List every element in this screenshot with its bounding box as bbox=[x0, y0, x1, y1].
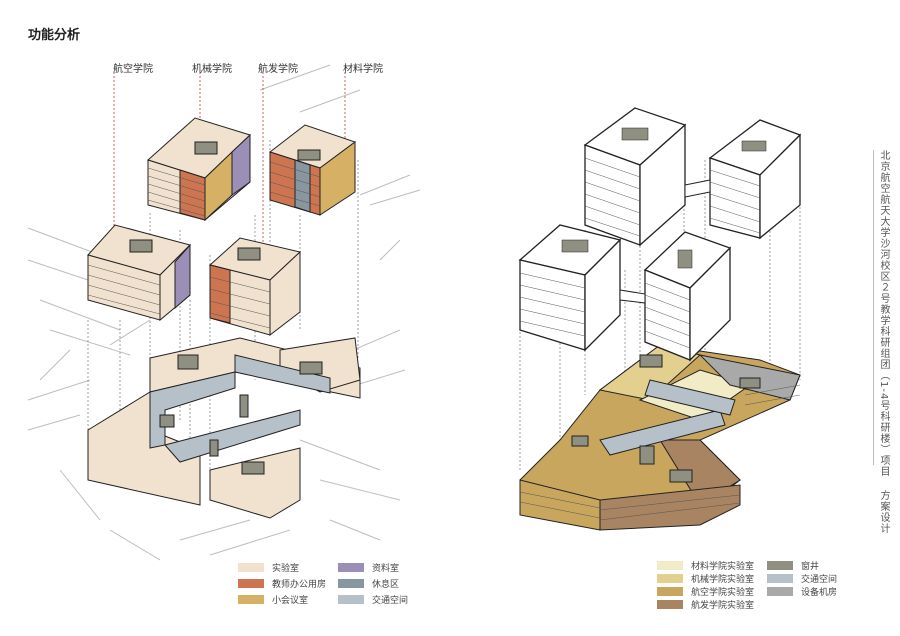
left-tower-back-left bbox=[147, 117, 251, 222]
legend-item: 机械学院实验室 bbox=[657, 573, 797, 586]
legend-swatch bbox=[238, 595, 264, 604]
legend-label: 航发学院实验室 bbox=[691, 601, 755, 611]
legend-label: 交通空间 bbox=[372, 596, 409, 606]
legend-label: 休息区 bbox=[372, 580, 400, 590]
right-tower-wells bbox=[561, 127, 767, 269]
legend-item: 小会议室 bbox=[238, 594, 378, 607]
legend-item: 教师办公用房 bbox=[238, 578, 378, 591]
left-tower-front-right bbox=[208, 237, 302, 337]
legend-swatch bbox=[657, 600, 683, 609]
building-label-materials: 材料学院 bbox=[343, 64, 383, 75]
legend-swatch bbox=[338, 595, 364, 604]
legend-label: 实验室 bbox=[272, 564, 300, 574]
legend-item: 交通空间 bbox=[767, 573, 900, 586]
legend-left: 实验室 资料室教师办公用房 休息区小会议室 交通空间 bbox=[238, 562, 458, 612]
building-label-engine: 航发学院 bbox=[258, 64, 298, 75]
legend-item: 交通空间 bbox=[338, 594, 478, 607]
legend-label: 资料室 bbox=[372, 564, 400, 574]
left-tower-back-right bbox=[268, 124, 357, 216]
left-tower-front-left bbox=[87, 224, 191, 322]
legend-label: 教师办公用房 bbox=[272, 580, 327, 590]
right-tower-floor-lines bbox=[519, 157, 761, 349]
side-project-title: 北京航空航天大学沙河校区２号教学科研组团（1-4号科研楼）项目 bbox=[878, 150, 889, 478]
building-label-aeronautics: 航空学院 bbox=[113, 64, 153, 75]
legend-swatch bbox=[238, 563, 264, 572]
legend-swatch bbox=[338, 579, 364, 588]
legend-swatch bbox=[767, 587, 793, 596]
legend-item: 实验室 bbox=[238, 562, 378, 575]
legend-label: 航空学院实验室 bbox=[691, 588, 755, 598]
legend-label: 机械学院实验室 bbox=[691, 575, 755, 585]
site-road-lines bbox=[27, 64, 421, 561]
legend-item: 材料学院实验室 bbox=[657, 560, 797, 573]
right-podium-floor-lines bbox=[519, 384, 801, 521]
legend-swatch bbox=[338, 563, 364, 572]
left-podium bbox=[87, 337, 361, 519]
legend-right: 材料学院实验室 窗井机械学院实验室 交通空间航空学院实验室 设备机房航发学院实验室 bbox=[657, 560, 877, 612]
legend-label: 设备机房 bbox=[801, 588, 838, 598]
legend-label: 小会议室 bbox=[272, 596, 309, 606]
legend-label: 窗井 bbox=[801, 562, 820, 572]
legend-item: 资料室 bbox=[338, 562, 478, 575]
side-subtitle: 方案设计 bbox=[878, 489, 889, 534]
legend-swatch bbox=[767, 561, 793, 570]
legend-label: 交通空间 bbox=[801, 575, 838, 585]
side-divider bbox=[873, 150, 874, 465]
legend-item: 休息区 bbox=[338, 578, 478, 591]
legend-item: 窗井 bbox=[767, 560, 900, 573]
legend-item: 设备机房 bbox=[767, 586, 900, 599]
left-floor-lines bbox=[87, 161, 321, 329]
legend-swatch bbox=[657, 587, 683, 596]
right-podium bbox=[519, 344, 801, 531]
legend-swatch bbox=[238, 579, 264, 588]
building-label-mechanical: 机械学院 bbox=[192, 64, 232, 75]
page-title: 功能分析 bbox=[28, 28, 81, 43]
legend-swatch bbox=[767, 574, 793, 583]
legend-label: 材料学院实验室 bbox=[691, 562, 755, 572]
legend-item: 航发学院实验室 bbox=[657, 599, 797, 612]
side-title: 北京航空航天大学沙河校区２号教学科研组团（1-4号科研楼）项目 方案设计 bbox=[877, 150, 891, 534]
right-tower-bridges bbox=[619, 179, 711, 304]
legend-item: 航空学院实验室 bbox=[657, 586, 797, 599]
legend-swatch bbox=[657, 574, 683, 583]
legend-swatch bbox=[657, 561, 683, 570]
